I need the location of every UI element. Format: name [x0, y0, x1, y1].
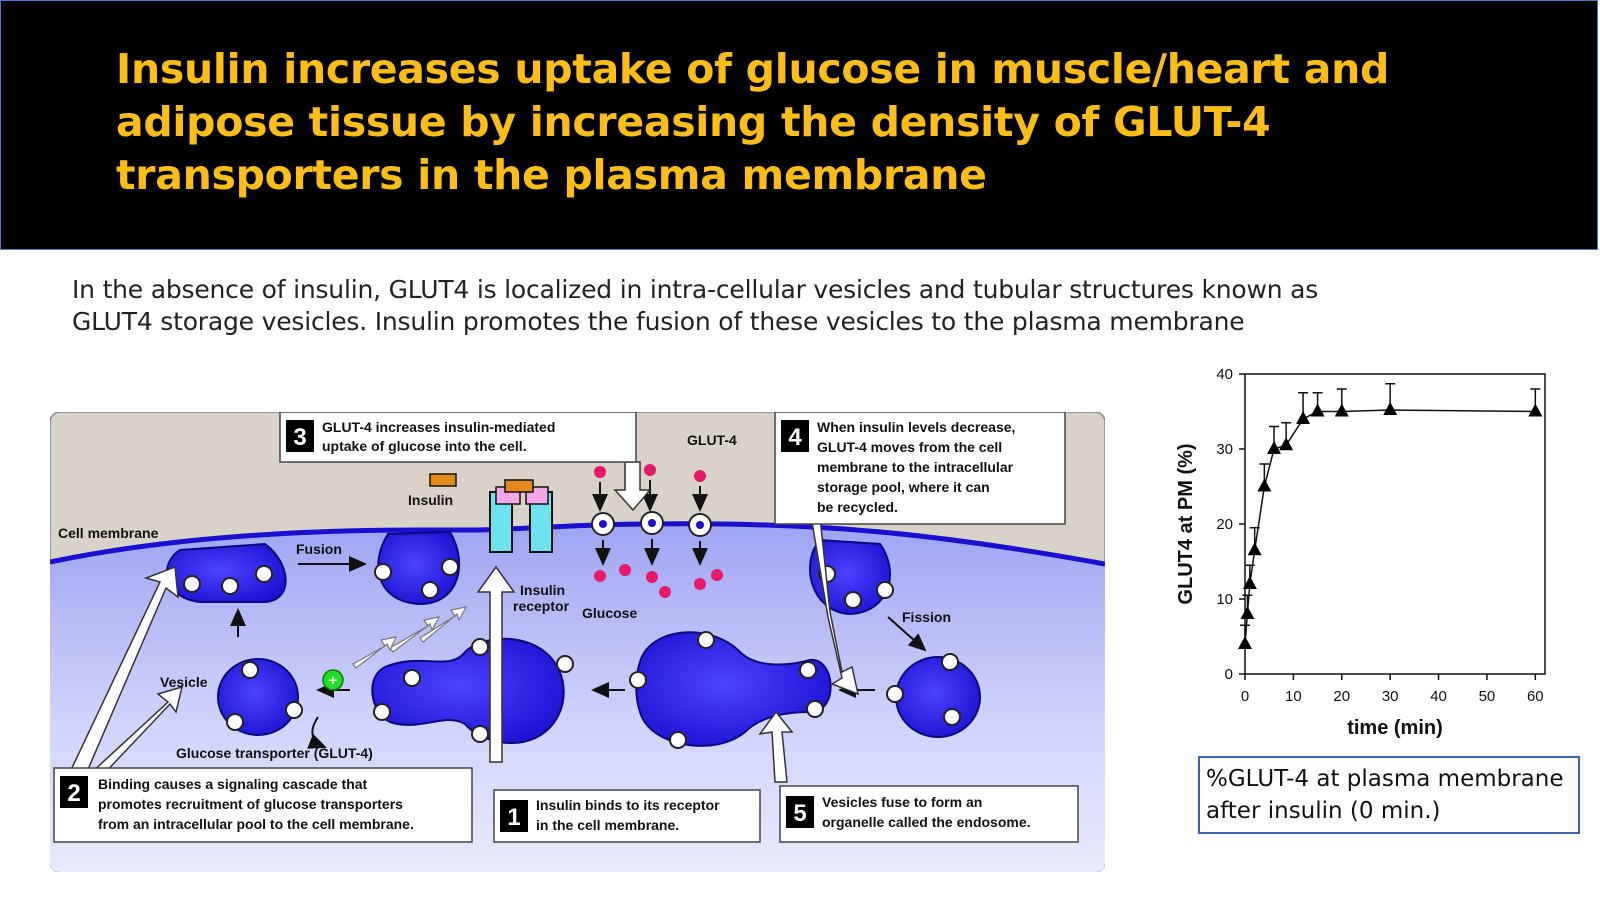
data-point-triangle	[1528, 403, 1543, 417]
data-point-triangle	[1310, 403, 1325, 417]
step-box-1: 1 Insulin binds to its receptor in the c…	[493, 789, 761, 843]
step-box-3: 3 GLUT-4 increases insulin-mediated upta…	[279, 412, 637, 463]
step-1-line-1: Insulin binds to its receptor	[536, 797, 720, 813]
cell-membrane	[50, 521, 1105, 567]
tubular-compartment	[371, 637, 565, 745]
y-axis-ticks: 0 10 20 30 40	[1216, 366, 1245, 683]
y-tick-label: 40	[1216, 366, 1233, 383]
step-4-line-3: membrane to the intracellular	[817, 459, 1014, 475]
slide-title: Insulin increases uptake of glucose in m…	[116, 43, 1516, 202]
step-box-5: 5 Vesicles fuse to form an organelle cal…	[779, 785, 1079, 843]
step-1-number: 1	[507, 804, 520, 831]
plot-area-frame	[1244, 373, 1546, 675]
x-axis-ticks: 0 10 20 30 40 50 60	[1241, 674, 1544, 705]
step-5-line-2: organelle called the endosome.	[822, 814, 1031, 830]
insulin-receptor	[429, 473, 553, 553]
data-point-triangle	[1334, 403, 1349, 417]
callout-arrows	[68, 461, 860, 783]
step-2-line-3: from an intracellular pool to the cell m…	[98, 816, 414, 832]
label-vesicle: Vesicle	[160, 674, 208, 690]
data-point-triangle	[1257, 478, 1272, 492]
x-tick-label: 30	[1382, 688, 1399, 705]
title-banner: Insulin increases uptake of glucose in m…	[0, 0, 1598, 250]
step-5-line-1: Vesicles fuse to form an	[822, 794, 982, 810]
label-cell-membrane: Cell membrane	[58, 525, 159, 541]
glut4-mechanism-diagram: + Cell membrane Fusion Insulin GLUT-4 In…	[50, 412, 1105, 872]
step-4-line-5: be recycled.	[817, 499, 898, 515]
intro-paragraph: In the absence of insulin, GLUT4 is loca…	[72, 274, 1552, 338]
budding-vesicle	[809, 538, 891, 616]
step-4-line-1: When insulin levels decrease,	[817, 419, 1015, 435]
process-arrows	[230, 480, 927, 749]
step-5-number: 5	[793, 800, 806, 827]
data-point-triangle	[1238, 636, 1252, 649]
step-3-line-2: uptake of glucose into the cell.	[322, 438, 527, 454]
activation-plus-icon	[322, 669, 344, 691]
step-3-line-1: GLUT-4 increases insulin-mediated	[322, 419, 555, 435]
data-point-triangle	[1296, 411, 1311, 424]
y-axis-label: GLUT4 at PM (%)	[1175, 443, 1197, 604]
y-tick-label: 0	[1225, 666, 1233, 683]
step-4-line-2: GLUT-4 moves from the cell	[817, 439, 1002, 455]
data-point-triangle	[1279, 437, 1294, 451]
label-glucose: Glucose	[582, 605, 637, 621]
insulin-molecule	[429, 473, 457, 487]
glut4-transporters	[183, 558, 961, 749]
chart-caption: %GLUT-4 at plasma membrane after insulin…	[1198, 756, 1580, 834]
step-2-line-1: Binding causes a signaling cascade that	[98, 776, 368, 792]
label-glut4: GLUT-4	[687, 432, 737, 448]
label-insulin-receptor-1: Insulin	[520, 582, 565, 598]
glut4-timecourse-chart: 0 10 20 30 40 50 60 0 10 20 30 40 time (min) GLUT4…	[1175, 366, 1546, 739]
y-tick-label: 20	[1216, 516, 1233, 533]
title-line-2: adipose tissue by increasing the density…	[116, 98, 1271, 146]
label-insulin-receptor-2: receptor	[513, 598, 570, 614]
glucose-molecules	[594, 464, 723, 598]
x-tick-label: 50	[1479, 688, 1496, 705]
y-tick-label: 30	[1216, 441, 1233, 458]
step-4-line-4: storage pool, where it can	[817, 479, 990, 495]
label-fusion: Fusion	[296, 541, 342, 557]
step-2-line-2: promotes recruitment of glucose transpor…	[98, 796, 403, 812]
label-insulin: Insulin	[408, 492, 453, 508]
intro-line-1: In the absence of insulin, GLUT4 is loca…	[72, 275, 1319, 304]
intro-line-2: GLUT4 storage vesicles. Insulin promotes…	[72, 307, 1245, 336]
data-point-triangle	[1267, 441, 1282, 454]
step-2-number: 2	[67, 780, 80, 807]
caption-line-1: %GLUT-4 at plasma membrane	[1206, 766, 1564, 792]
data-point-triangle	[1383, 402, 1398, 415]
fused-vesicle	[377, 530, 461, 606]
step-1-line-2: in the cell membrane.	[536, 817, 679, 833]
plus-symbol: +	[329, 672, 337, 688]
x-axis-label: time (min)	[1347, 717, 1443, 739]
label-fission: Fission	[902, 609, 951, 625]
step-box-2: 2 Binding causes a signaling cascade tha…	[53, 767, 473, 843]
data-point-triangle	[1242, 576, 1257, 589]
recruitment-arrows	[352, 606, 468, 669]
x-tick-label: 10	[1285, 688, 1302, 705]
x-tick-label: 60	[1527, 688, 1544, 705]
label-glucose-transporter: Glucose transporter (GLUT-4)	[176, 745, 373, 761]
fission-vesicle	[895, 656, 981, 738]
x-tick-label: 20	[1333, 688, 1350, 705]
step-4-number: 4	[788, 424, 802, 451]
data-series	[1238, 383, 1543, 649]
caption-line-2: after insulin (0 min.)	[1206, 798, 1441, 824]
title-line-3: transporters in the plasma membrane	[116, 151, 987, 199]
data-point-triangle	[1247, 542, 1262, 556]
y-tick-label: 10	[1216, 591, 1233, 608]
step-box-4: 4 When insulin levels decrease, GLUT-4 m…	[774, 412, 1066, 525]
step-3-number: 3	[293, 424, 306, 451]
data-point-triangle	[1240, 606, 1255, 619]
title-line-1: Insulin increases uptake of glucose in m…	[116, 45, 1390, 93]
x-tick-label: 0	[1241, 688, 1249, 705]
x-tick-label: 40	[1430, 688, 1447, 705]
